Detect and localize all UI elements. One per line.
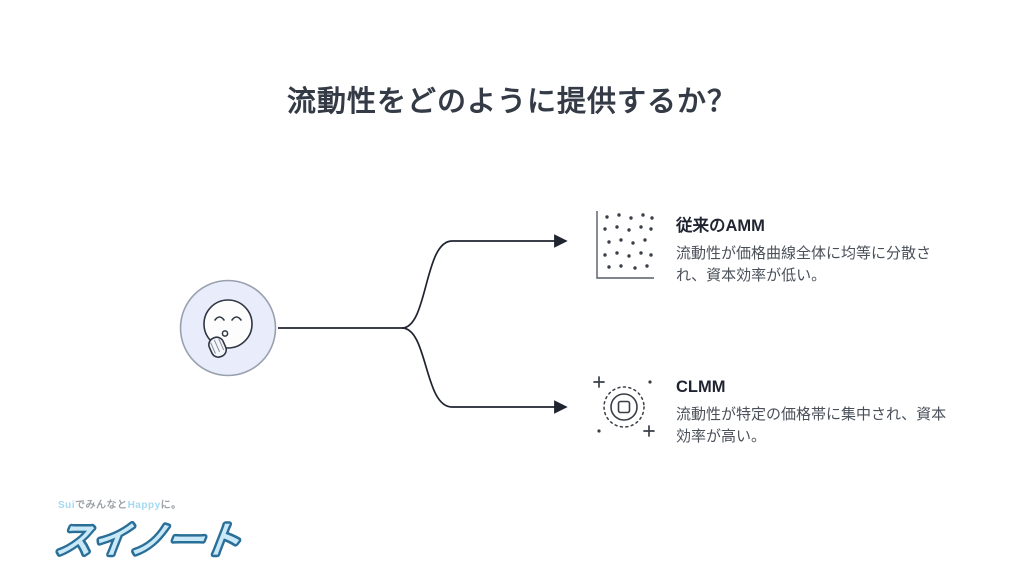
branch-text-amm: 従来のAMM 流動性が価格曲線全体に均等に分散され、資本効率が低い。 — [676, 208, 956, 287]
tagline-happy: Happy — [127, 500, 161, 511]
suinote-logo: スイノート — [50, 517, 246, 564]
brand-footer: SuiでみんなとHappyに。 スイノート — [42, 496, 302, 569]
scatter-plot-icon — [592, 208, 656, 287]
branch-description-amm: 流動性が価格曲線全体に均等に分散され、資本効率が低い。 — [676, 245, 932, 284]
tagline-sui: Sui — [58, 500, 76, 511]
branch-text-clmm: CLMM 流動性が特定の価格帯に集中され、資本効率が高い。 — [676, 374, 956, 448]
concentric-circles-icon — [592, 374, 656, 445]
thinking-face-illustration — [178, 278, 278, 378]
tagline-mid: でみんなと — [75, 500, 128, 511]
branch-heading-clmm: CLMM — [676, 378, 726, 396]
tagline-end: に。 — [160, 500, 182, 511]
branch-description-clmm: 流動性が特定の価格帯に集中され、資本効率が高い。 — [676, 406, 947, 445]
branch-heading-amm: 従来のAMM — [676, 217, 765, 235]
branch-amm: 従来のAMM 流動性が価格曲線全体に均等に分散され、資本効率が低い。 — [592, 208, 956, 287]
slide-title: 流動性をどのように提供するか？ — [286, 86, 737, 118]
suinote-logo-text: スイノート — [53, 519, 244, 561]
brand-tagline: SuiでみんなとHappyに。 — [58, 496, 302, 511]
branch-clmm: CLMM 流動性が特定の価格帯に集中され、資本効率が高い。 — [592, 374, 956, 448]
thinking-face-icon — [179, 279, 277, 377]
